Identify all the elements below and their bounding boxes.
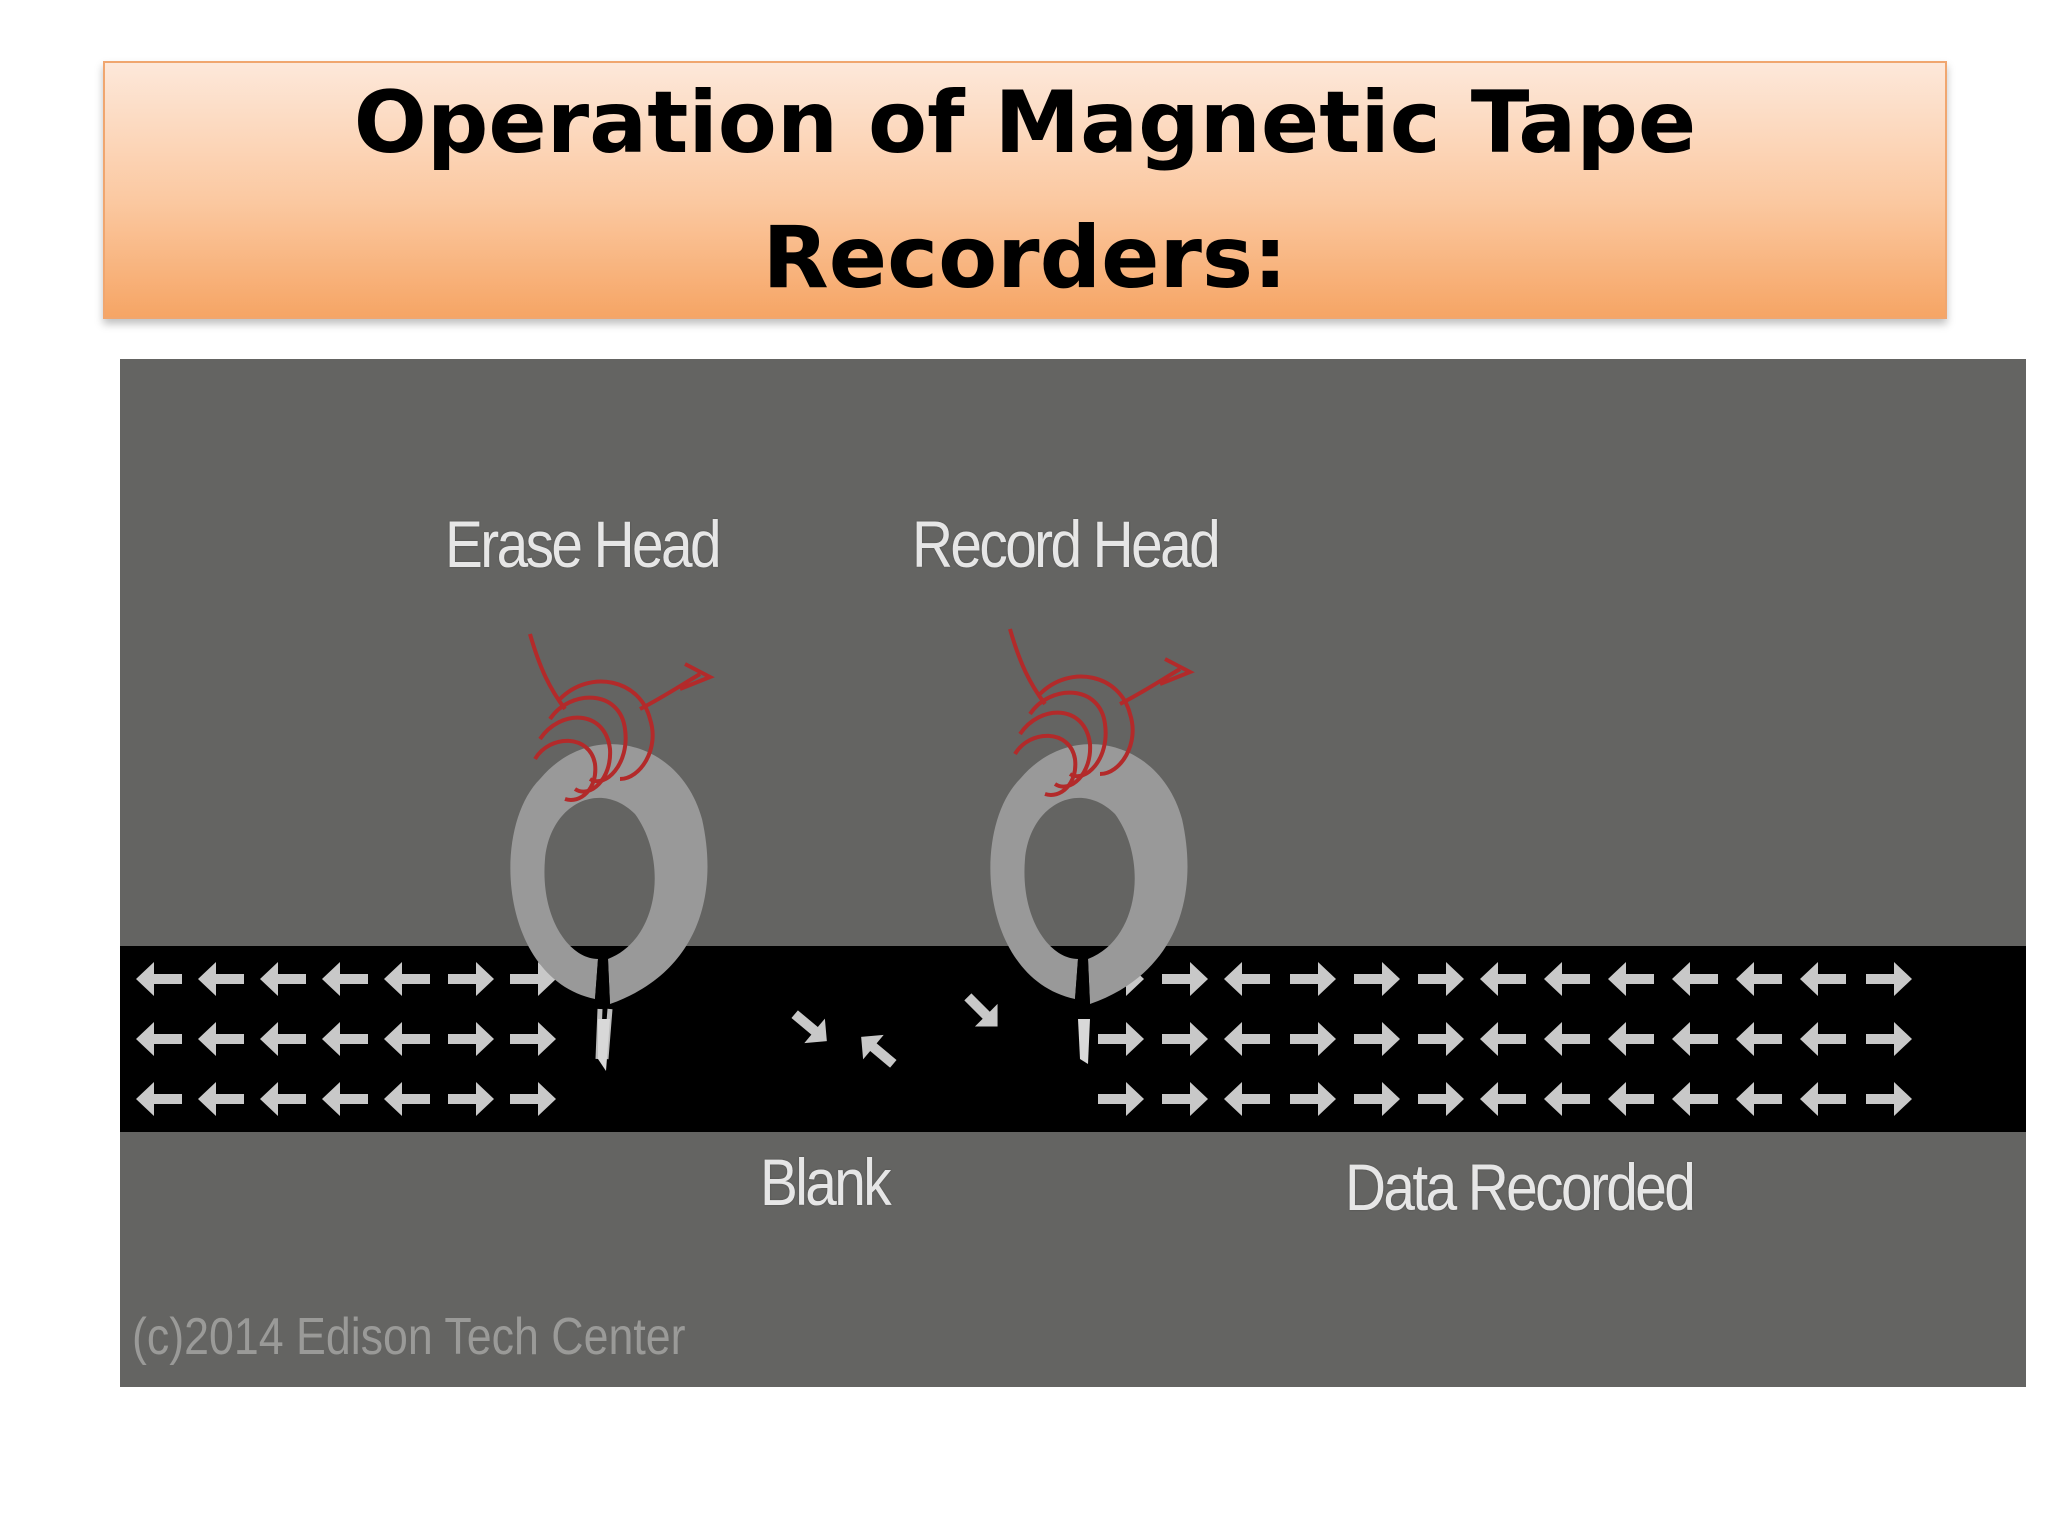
blank-label: Blank [760,1145,892,1219]
blank-zone-arrows [791,993,998,1068]
data-recorded-label: Data Recorded [1345,1150,1696,1224]
erase-head [510,633,715,1071]
erase-head-label: Erase Head [445,507,722,581]
title-banner: Operation of Magnetic Tape Recorders: [103,61,1947,319]
slide-title: Operation of Magnetic Tape Recorders: [353,72,1697,308]
tape-recorder-diagram: Erase Head Record Head Blank Data Record… [120,359,2026,1387]
record-head-label: Record Head [912,507,1221,581]
record-head [990,628,1195,1064]
copyright-credit: (c)2014 Edison Tech Center [132,1308,686,1366]
diagram-graphic [120,628,2026,1132]
